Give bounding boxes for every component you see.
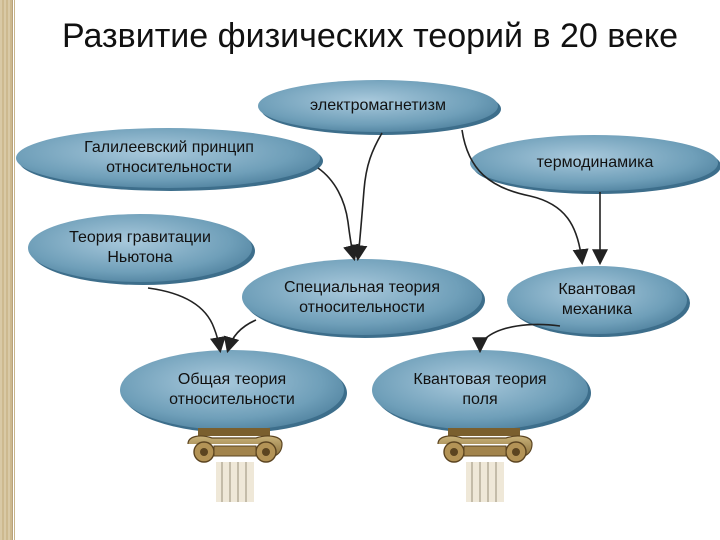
arrow-em-to-special (351, 132, 383, 262)
node-quantum-field (372, 350, 591, 433)
column-capital-left (187, 428, 283, 502)
label-general-relativity: Общая теория относительности (169, 371, 295, 408)
label-electromagnetism: электромагнетизм (310, 97, 446, 114)
node-gravitation (28, 214, 255, 285)
decorative-side-stripe (0, 0, 13, 540)
arrow-gravitation-to-general (147, 287, 226, 354)
node-thermodynamics (470, 135, 720, 194)
decorative-frame-line (14, 0, 15, 540)
label-gravitation: Теория гравитации Ньютона (69, 229, 211, 266)
column-capital-right (437, 428, 533, 502)
arrow-special-to-general (223, 319, 257, 354)
node-galilean (16, 128, 323, 191)
arrow-galilean-to-special (317, 167, 359, 262)
arrow-em-to-quantum (461, 129, 589, 266)
label-quantum-mechanics: Квантовая механика (558, 281, 636, 318)
node-special-relativity (242, 259, 485, 338)
label-galilean: Галилеевский принцип относительности (84, 139, 254, 176)
page-title: Развитие физических теорий в 20 веке (61, 17, 678, 55)
arrow-quantum-to-field (472, 323, 561, 354)
label-quantum-field: Квантовая теория поля (413, 371, 547, 408)
node-electromagnetism (258, 80, 501, 135)
node-quantum-mechanics (507, 266, 690, 337)
label-special-relativity: Специальная теория относительности (283, 279, 441, 316)
node-general-relativity (120, 350, 347, 433)
label-thermodynamics: термодинамика (536, 154, 654, 171)
